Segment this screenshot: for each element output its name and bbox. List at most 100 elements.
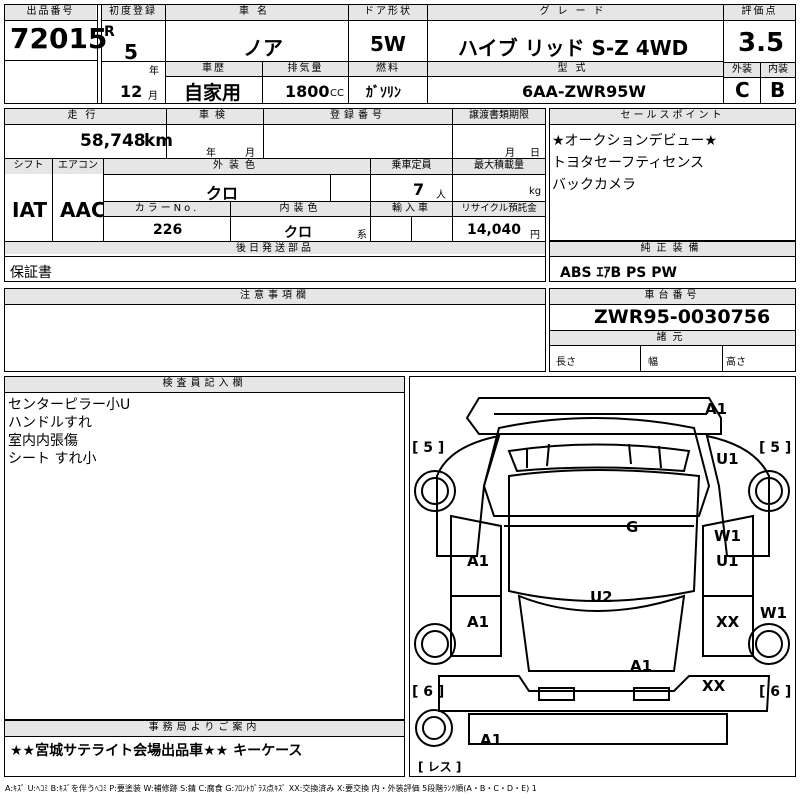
specs-label: 諸元 xyxy=(550,331,795,345)
fuel-label: 燃料 xyxy=(349,62,427,76)
transfer-day-unit: 日 xyxy=(530,148,540,159)
equipment-label: 純正装備 xyxy=(550,242,795,256)
transfer-deadline-label: 譲渡書類期限 xyxy=(453,109,545,124)
notes-label: 注意事項欄 xyxy=(5,289,545,304)
recycle-fee: 14,040 xyxy=(467,222,522,238)
mileage: 58,748 xyxy=(80,131,146,151)
interior-grade: B xyxy=(770,78,786,102)
month-unit: 月 xyxy=(148,91,158,102)
vehicle-info-table xyxy=(4,108,546,255)
door-label: ドア形状 xyxy=(349,5,427,20)
mark-rear-right: XX xyxy=(702,677,726,695)
mileage-label: 走行 xyxy=(5,109,166,124)
tire-front-left: [ 5 ] xyxy=(412,440,445,456)
mileage-unit: km xyxy=(144,131,174,151)
interior-color-unit: 系 xyxy=(357,230,367,241)
later-parts-box xyxy=(4,254,546,282)
lot-number: 72015 xyxy=(10,22,108,55)
car-name: ノア xyxy=(243,36,283,60)
car-name-label: 車名 xyxy=(166,5,348,20)
inspection-year-unit: 年 xyxy=(206,148,216,159)
capacity-label: 乗車定員 xyxy=(371,159,452,174)
tire-rear-left: [ 6 ] xyxy=(412,684,445,700)
recycle-label: リサイクル預託金 xyxy=(453,202,545,216)
mark-left-front-door: A1 xyxy=(467,552,490,570)
later-parts-label: 後日発送部品 xyxy=(5,242,545,256)
history: 自家用 xyxy=(184,82,242,104)
displacement-unit: CC xyxy=(330,88,344,99)
max-load-unit: kg xyxy=(529,186,542,197)
inspector-label: 検査員記入欄 xyxy=(5,377,404,392)
shift: IAT xyxy=(12,198,48,222)
later-parts-value: 保証書 xyxy=(10,265,52,281)
model-code: 6AA-ZWR95W xyxy=(522,82,647,101)
history-label: 車歴 xyxy=(166,62,262,76)
score: 3.5 xyxy=(738,28,785,58)
reg-number-label: 登録番号 xyxy=(264,109,452,124)
mark-front-right-fender: U1 xyxy=(716,450,739,468)
capacity-unit: 人 xyxy=(436,190,446,201)
tire-rear-right: [ 6 ] xyxy=(759,684,792,700)
first-reg-month: 12 xyxy=(120,82,143,101)
exterior-color-label: 外装色 xyxy=(104,159,370,174)
grade-label: グレード xyxy=(428,5,723,20)
max-load-label: 最大積載量 xyxy=(453,159,545,174)
mark-right-rear-door: XX xyxy=(716,613,740,631)
mark-right-front-door-w1: W1 xyxy=(714,527,741,545)
interior-color-label: 内装色 xyxy=(231,202,370,216)
sales-points-label: セールスポイント xyxy=(550,109,795,124)
inspector-note-4: シート すれ小 xyxy=(8,451,97,467)
recycle-unit: 円 xyxy=(530,230,540,241)
equipment-value: ABS ｴｱB PS PW xyxy=(560,265,677,281)
score-label: 評価点 xyxy=(724,5,795,20)
sales-point-1: ★オークションデビュー★ xyxy=(552,133,718,149)
era: R xyxy=(104,24,115,40)
displacement: 1800 xyxy=(285,82,330,101)
color-no-label: カラーNo. xyxy=(104,202,230,216)
mark-spare-area: A1 xyxy=(480,731,503,749)
sales-points-box xyxy=(549,108,796,241)
year-unit: 年 xyxy=(149,66,159,77)
mark-front-bumper: A1 xyxy=(705,400,728,418)
air-conditioner: AAC xyxy=(60,198,106,222)
displacement-label: 排気量 xyxy=(263,62,348,76)
inspector-note-1: センターピラー小U xyxy=(8,397,131,413)
exterior-color: クロ xyxy=(206,184,239,203)
sales-point-3: バックカメラ xyxy=(552,177,636,193)
legend: A:ｷｽﾞ U:ﾍｺﾐ B:ｷｽﾞを伴うﾍｺﾐ P:要塗装 W:補修跡 S:錆 … xyxy=(5,784,537,793)
tire-spare: [ レス ] xyxy=(418,760,462,774)
transfer-month-unit: 月 xyxy=(505,148,515,159)
height-label: 高さ xyxy=(726,357,746,368)
mark-rear-gate: A1 xyxy=(630,657,653,675)
inspector-note-3: 室内内張傷 xyxy=(8,433,78,449)
inspector-box xyxy=(4,376,405,720)
exterior-grade-label: 外装 xyxy=(724,63,760,77)
office-notice: ★★宮城サテライト会場出品車★★ キーケース xyxy=(10,743,303,759)
tire-front-right: [ 5 ] xyxy=(759,440,792,456)
lot-label: 出品番号 xyxy=(5,5,96,20)
inspection-label: 車検 xyxy=(167,109,263,124)
door-type: 5W xyxy=(370,32,406,56)
grade: ハイブ リッド S-Z 4WD xyxy=(458,36,689,60)
car-body-diagram xyxy=(414,397,790,747)
mark-right-rear-quarter: W1 xyxy=(760,604,787,622)
length-label: 長さ xyxy=(556,357,576,368)
mark-windshield: G xyxy=(626,518,639,536)
shift-label: シフト xyxy=(5,159,52,174)
inspector-note-2: ハンドルすれ xyxy=(8,415,92,431)
model-label: 型式 xyxy=(428,62,723,76)
first-reg-year: 5 xyxy=(124,40,138,64)
import-label: 輸入車 xyxy=(371,202,452,216)
first-reg-label: 初度登録 xyxy=(101,5,165,20)
fuel: ｶﾞｿﾘﾝ xyxy=(366,85,401,101)
width-label: 幅 xyxy=(648,357,658,368)
sales-point-2: トヨタセーフティセンス xyxy=(552,155,705,171)
mark-center-pillar: U2 xyxy=(590,588,613,606)
chassis-label: 車台番号 xyxy=(550,289,795,304)
inspection-month-unit: 月 xyxy=(245,148,255,159)
capacity: 7 xyxy=(413,180,425,199)
mark-right-front-door-u1: U1 xyxy=(716,552,739,570)
office-label: 事務局よりご案内 xyxy=(5,721,404,736)
ac-label: エアコン xyxy=(53,159,103,174)
interior-color: クロ xyxy=(284,225,312,241)
